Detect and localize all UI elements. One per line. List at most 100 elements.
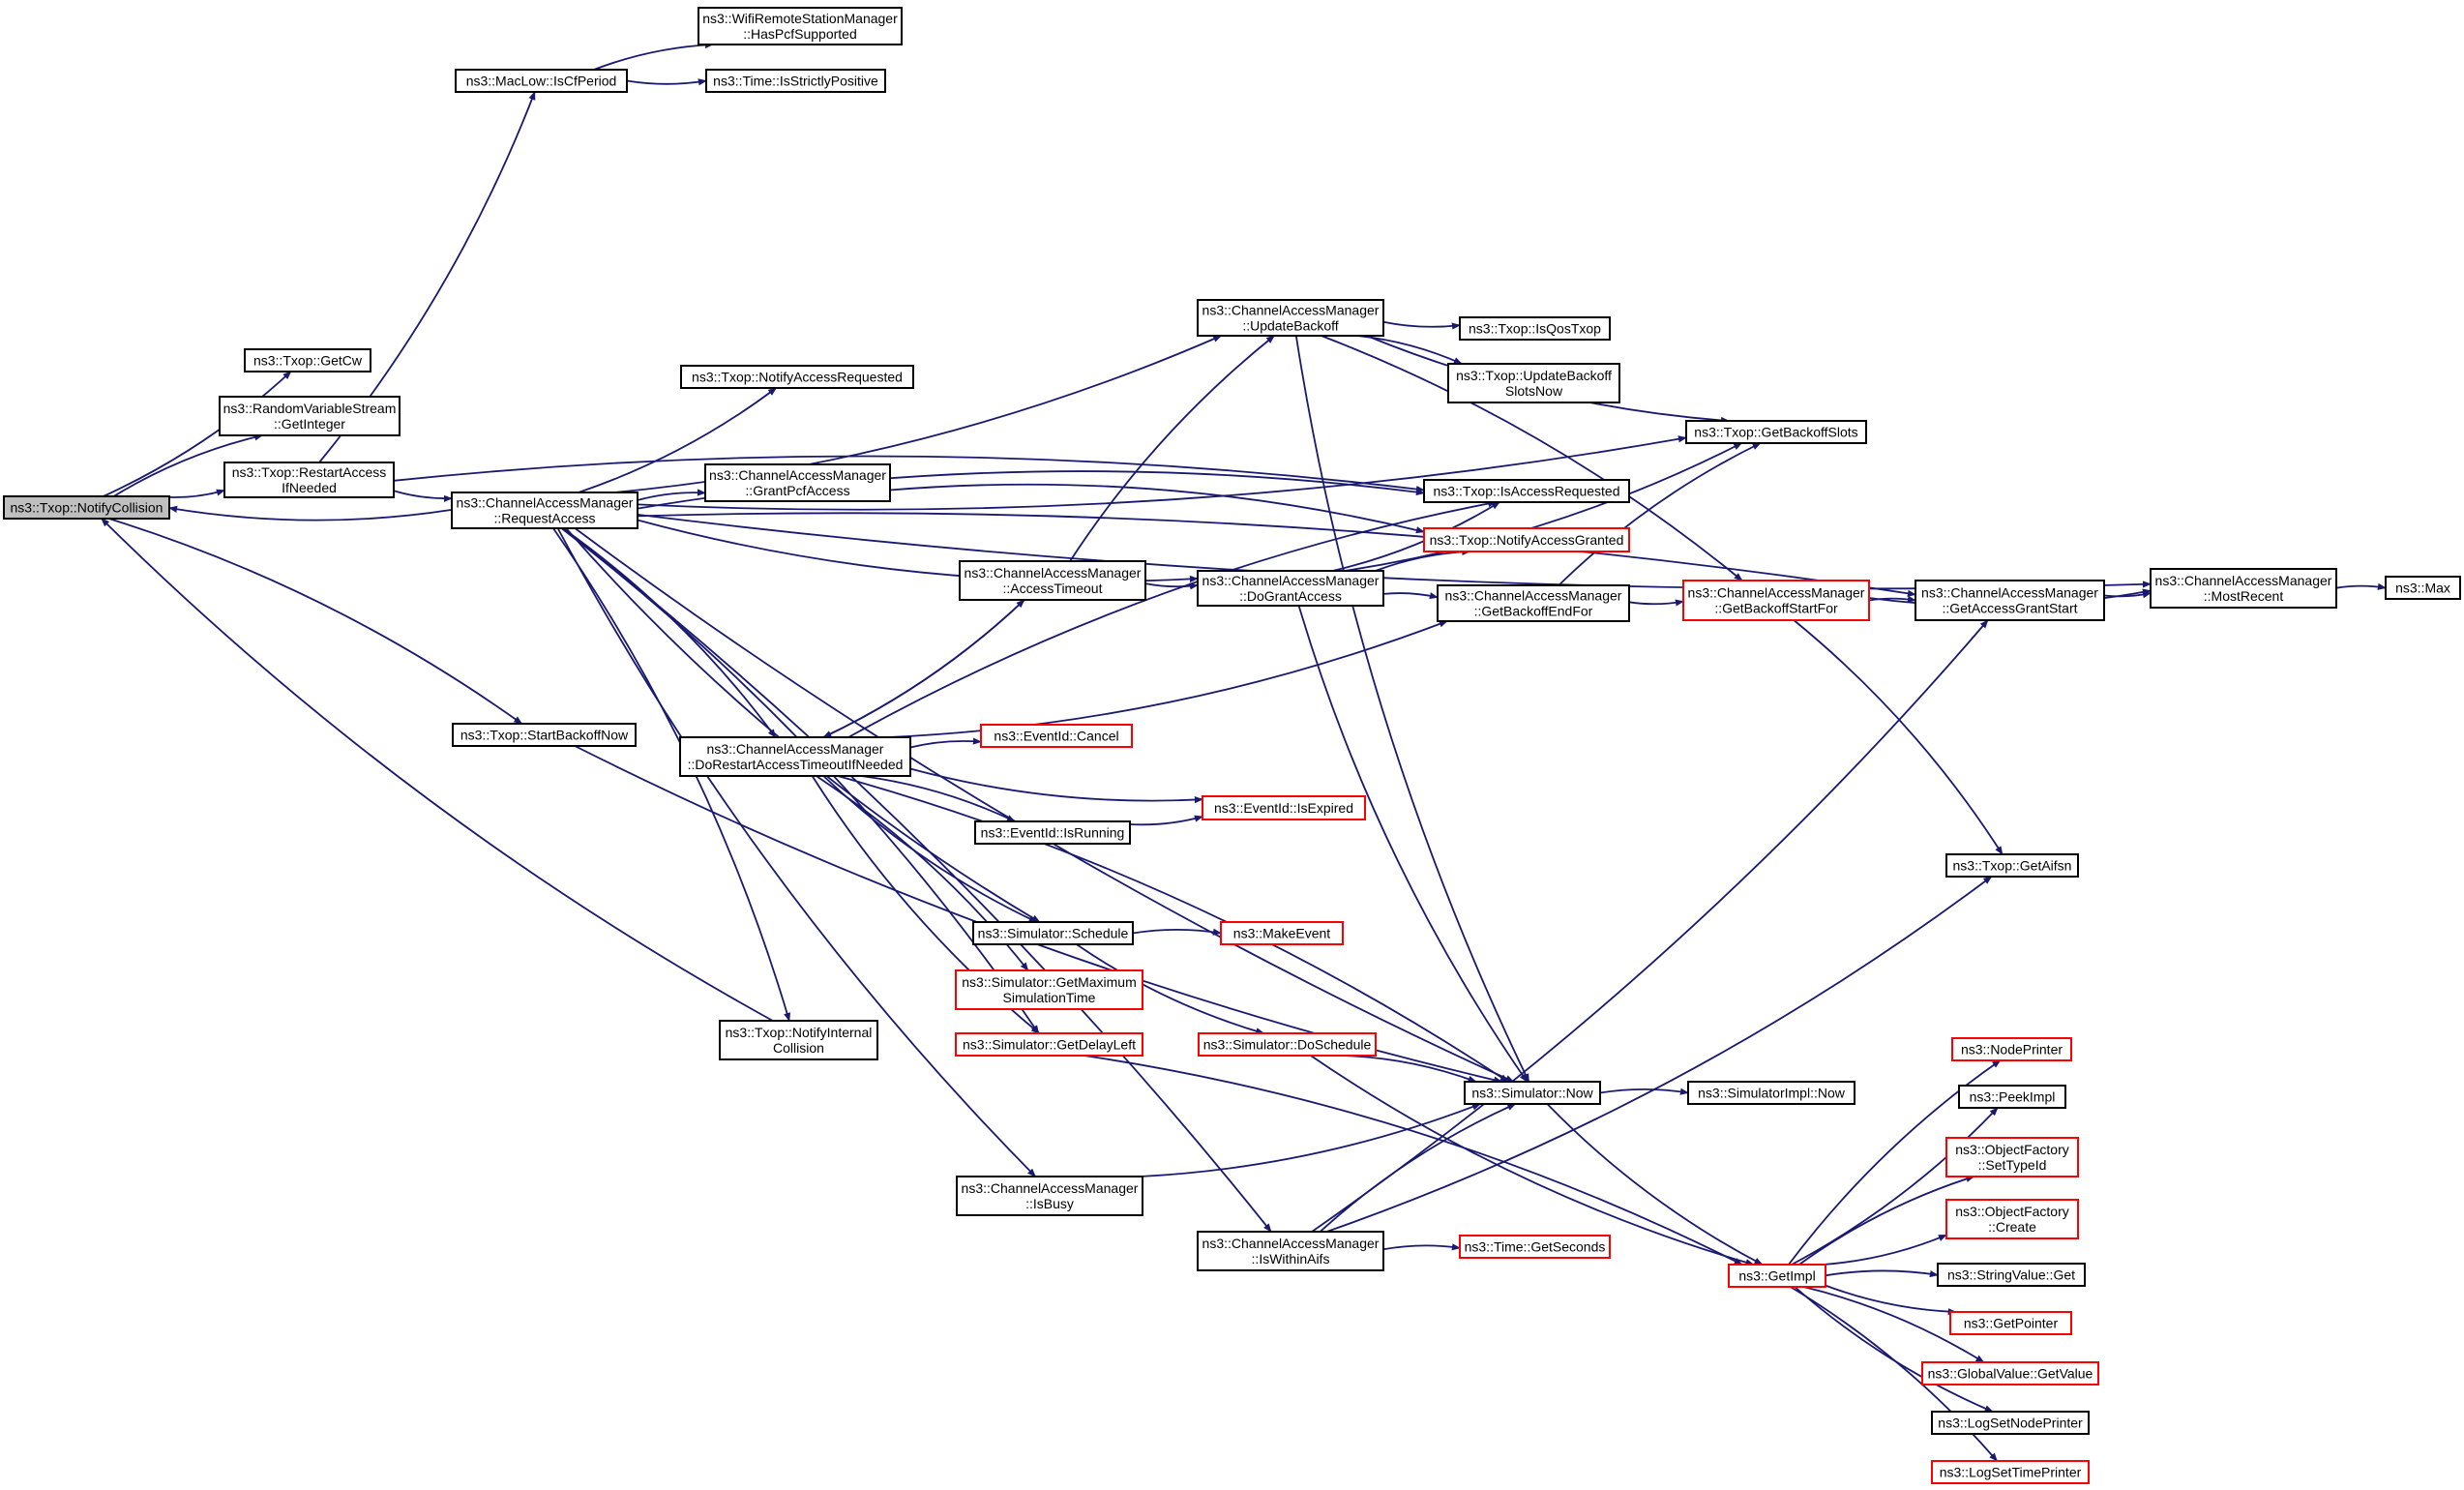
node-stringvalueget[interactable]: ns3::StringValue::Get bbox=[1937, 1263, 2086, 1287]
edge-restartaccess-to-isaccessrequested bbox=[393, 455, 1425, 493]
edge-isbusy-to-now bbox=[1140, 1103, 1481, 1177]
node-dorestart[interactable]: ns3::ChannelAccessManager::DoRestartAcce… bbox=[679, 736, 911, 777]
node-accesstimeout[interactable]: ns3::ChannelAccessManager::AccessTimeout bbox=[959, 560, 1146, 601]
node-nodeprinter[interactable]: ns3::NodePrinter bbox=[1951, 1037, 2072, 1061]
node-label: ns3::EventId::IsRunning bbox=[981, 825, 1125, 841]
node-box bbox=[2150, 568, 2337, 609]
node-isbusy[interactable]: ns3::ChannelAccessManager::IsBusy bbox=[956, 1176, 1143, 1216]
node-startbackoffnow[interactable]: ns3::Txop::StartBackoffNow bbox=[452, 723, 637, 747]
node-box bbox=[959, 560, 1146, 601]
node-isqostxop[interactable]: ns3::Txop::IsQosTxop bbox=[1459, 316, 1611, 341]
edge-requestaccess-to-notifyaccessrequested bbox=[578, 387, 778, 493]
node-getbackoffendfor[interactable]: ns3::ChannelAccessManager::GetBackoffEnd… bbox=[1437, 584, 1630, 622]
node-getdelayleft[interactable]: ns3::Simulator::GetDelayLeft bbox=[955, 1032, 1143, 1057]
node-box bbox=[1197, 1231, 1384, 1271]
node-isstrictlypositive[interactable]: ns3::Time::IsStrictlyPositive bbox=[705, 69, 886, 93]
node-requestaccess[interactable]: ns3::ChannelAccessManager::RequestAccess bbox=[451, 492, 638, 529]
node-getimpl[interactable]: ns3::GetImpl bbox=[1728, 1264, 1826, 1288]
node-iscfperiod[interactable]: ns3::MacLow::IsCfPeriod bbox=[455, 69, 628, 93]
node-mostrecent[interactable]: ns3::ChannelAccessManager::MostRecent bbox=[2150, 568, 2337, 609]
node-box bbox=[1951, 1037, 2072, 1061]
edge-iscfperiod-to-haspcf bbox=[593, 41, 714, 71]
node-dograntaccess[interactable]: ns3::ChannelAccessManager::DoGrantAccess bbox=[1197, 570, 1384, 607]
node-box bbox=[1198, 1032, 1377, 1057]
node-box bbox=[698, 7, 903, 45]
node-box bbox=[1437, 584, 1630, 622]
node-label: ns3::Txop::IsAccessRequested bbox=[1434, 484, 1620, 499]
node-label: ns3::Txop::RestartAccess bbox=[232, 464, 387, 480]
node-create[interactable]: ns3::ObjectFactory::Create bbox=[1945, 1199, 2079, 1239]
node-box bbox=[680, 365, 914, 389]
node-peekimpl[interactable]: ns3::PeekImpl bbox=[1958, 1085, 2066, 1109]
node-label: ns3::Simulator::GetMaximum bbox=[962, 974, 1137, 990]
node-getbackoffslots[interactable]: ns3::Txop::GetBackoffSlots bbox=[1685, 420, 1867, 444]
edge-now-to-simimplnow bbox=[1599, 1088, 1689, 1095]
node-label: ns3::RandomVariableStream bbox=[223, 401, 397, 416]
node-label: ns3::SimulatorImpl::Now bbox=[1698, 1086, 1846, 1101]
node-getseconds[interactable]: ns3::Time::GetSeconds bbox=[1459, 1235, 1611, 1259]
node-globalvalueget[interactable]: ns3::GlobalValue::GetValue bbox=[1921, 1361, 2099, 1386]
edge-accesstimeout-to-updatebackoff bbox=[1069, 335, 1275, 562]
node-schedule[interactable]: ns3::Simulator::Schedule bbox=[972, 921, 1134, 945]
node-box bbox=[955, 1032, 1143, 1057]
edge-requestaccess-to-iswithinaifs bbox=[562, 527, 1272, 1233]
node-haspcf[interactable]: ns3::WifiRemoteStationManager::HasPcfSup… bbox=[698, 7, 903, 45]
node-label: ns3::LogSetTimePrinter bbox=[1940, 1465, 2082, 1480]
node-getbackoffstartfor[interactable]: ns3::ChannelAccessManager::GetBackoffSta… bbox=[1682, 580, 1870, 621]
node-label: ns3::ChannelAccessManager bbox=[965, 565, 1142, 581]
edge-dorestart-to-getbackoffendfor bbox=[888, 620, 1448, 738]
edge-updatebackoff-to-now bbox=[1294, 335, 1530, 1083]
node-label: ::DoRestartAccessTimeoutIfNeeded bbox=[688, 757, 904, 772]
node-max[interactable]: ns3::Max bbox=[2385, 576, 2461, 600]
node-label: ns3::MacLow::IsCfPeriod bbox=[466, 74, 617, 89]
node-label: ns3::ChannelAccessManager bbox=[962, 1180, 1139, 1196]
edge-dorestart-to-now bbox=[837, 775, 1509, 1083]
node-box bbox=[1685, 420, 1867, 444]
node-box bbox=[1423, 527, 1630, 552]
node-label: ::MostRecent bbox=[2204, 588, 2284, 604]
node-notifyaccessrequested[interactable]: ns3::Txop::NotifyAccessRequested bbox=[680, 365, 914, 389]
node-getcw[interactable]: ns3::Txop::GetCw bbox=[244, 348, 371, 372]
node-iswithinaifs[interactable]: ns3::ChannelAccessManager::IsWithinAifs bbox=[1197, 1231, 1384, 1271]
node-settypeid[interactable]: ns3::ObjectFactory::SetTypeId bbox=[1945, 1137, 2079, 1177]
node-box bbox=[1728, 1264, 1826, 1288]
node-label: SimulationTime bbox=[1003, 990, 1096, 1005]
node-notifyaccessgranted[interactable]: ns3::Txop::NotifyAccessGranted bbox=[1423, 527, 1630, 552]
node-notifycollision[interactable]: ns3::Txop::NotifyCollision bbox=[3, 495, 170, 520]
node-label: ns3::GlobalValue::GetValue bbox=[1928, 1366, 2093, 1382]
node-label: ns3::Max bbox=[2395, 581, 2450, 596]
node-getaifsn[interactable]: ns3::Txop::GetAifsn bbox=[1945, 853, 2079, 878]
node-getaccessgrantstart[interactable]: ns3::ChannelAccessManager::GetAccessGran… bbox=[1915, 580, 2105, 621]
node-label: ns3::Txop::NotifyAccessGranted bbox=[1430, 532, 1624, 548]
node-label: ns3::Txop::GetBackoffSlots bbox=[1694, 425, 1857, 440]
edge-getaccessgrantstart-to-mostrecent bbox=[2103, 591, 2152, 599]
node-simimplnow[interactable]: ns3::SimulatorImpl::Now bbox=[1687, 1081, 1855, 1105]
node-grantpcfaccess[interactable]: ns3::ChannelAccessManager::GrantPcfAcces… bbox=[704, 463, 891, 502]
node-getpointer[interactable]: ns3::GetPointer bbox=[1949, 1311, 2072, 1335]
edge-getbackoffstartfor-to-getaifsn bbox=[1793, 619, 2004, 855]
node-now[interactable]: ns3::Simulator::Now bbox=[1464, 1081, 1601, 1105]
node-cancel[interactable]: ns3::EventId::Cancel bbox=[980, 724, 1133, 748]
node-box bbox=[955, 969, 1143, 1010]
node-label: ::GetBackoffStartFor bbox=[1714, 601, 1838, 616]
node-isexpired[interactable]: ns3::EventId::IsExpired bbox=[1202, 795, 1366, 820]
node-label: IfNeeded bbox=[282, 480, 337, 495]
node-getinteger[interactable]: ns3::RandomVariableStream::GetInteger bbox=[219, 396, 401, 436]
node-isrunning[interactable]: ns3::EventId::IsRunning bbox=[974, 820, 1131, 845]
node-logsetnodeprinter[interactable]: ns3::LogSetNodePrinter bbox=[1931, 1411, 2090, 1435]
node-updatebackoff[interactable]: ns3::ChannelAccessManager::UpdateBackoff bbox=[1197, 299, 1384, 337]
edge-dograntaccess-to-now bbox=[1297, 605, 1529, 1083]
edge-dorestart-to-accesstimeout bbox=[822, 599, 1025, 738]
node-box bbox=[1447, 363, 1620, 403]
node-isaccessrequested[interactable]: ns3::Txop::IsAccessRequested bbox=[1423, 479, 1630, 503]
edge-notifycollision-to-getinteger bbox=[113, 433, 264, 497]
node-logsettimeprinter[interactable]: ns3::LogSetTimePrinter bbox=[1931, 1460, 2090, 1484]
node-doschedule[interactable]: ns3::Simulator::DoSchedule bbox=[1198, 1032, 1377, 1057]
edge-getbackoffendfor-to-getbackoffslots bbox=[1558, 442, 1762, 586]
node-makeevent[interactable]: ns3::MakeEvent bbox=[1220, 921, 1344, 945]
node-box bbox=[1949, 1311, 2072, 1335]
